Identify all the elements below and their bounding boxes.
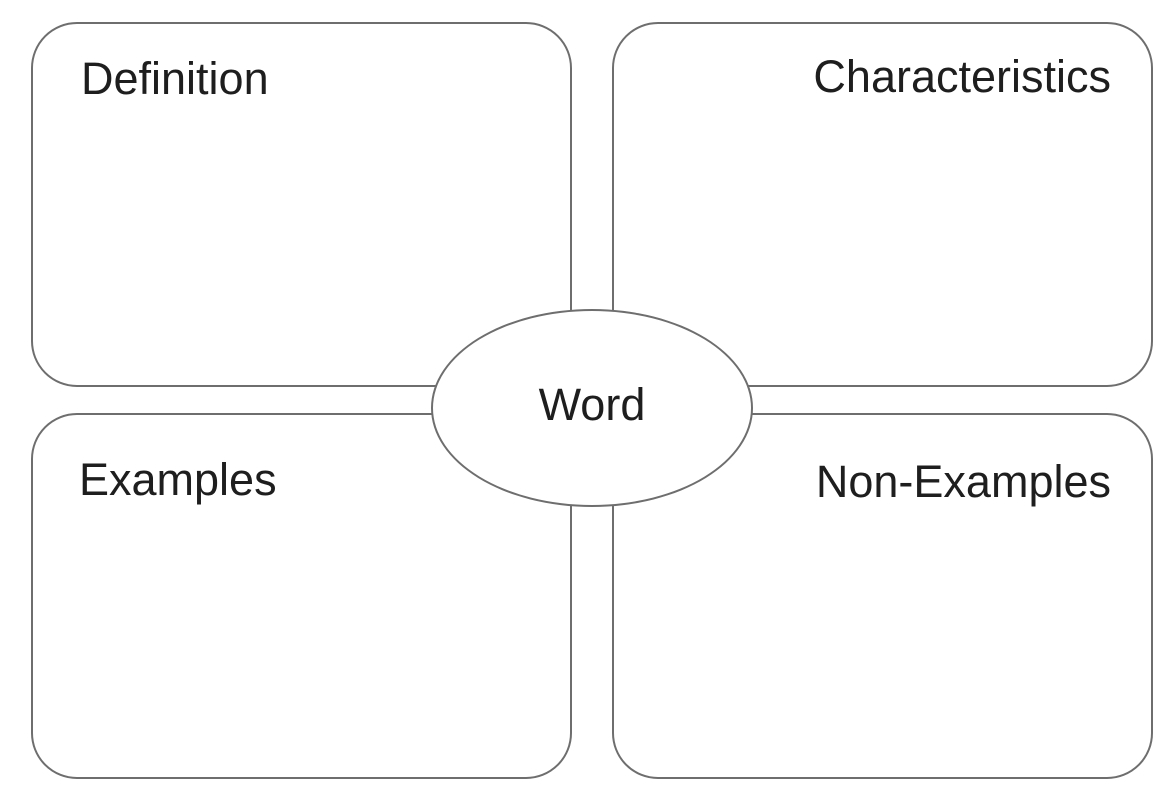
characteristics-box: Characteristics — [612, 22, 1153, 387]
non-examples-label: Non-Examples — [815, 456, 1111, 507]
characteristics-label: Characteristics — [813, 51, 1111, 102]
word-oval: Word — [431, 309, 753, 507]
examples-label: Examples — [79, 454, 277, 505]
non-examples-box: Non-Examples — [612, 413, 1153, 779]
word-label: Word — [538, 378, 646, 430]
definition-label: Definition — [81, 53, 269, 104]
definition-box: Definition — [31, 22, 572, 387]
